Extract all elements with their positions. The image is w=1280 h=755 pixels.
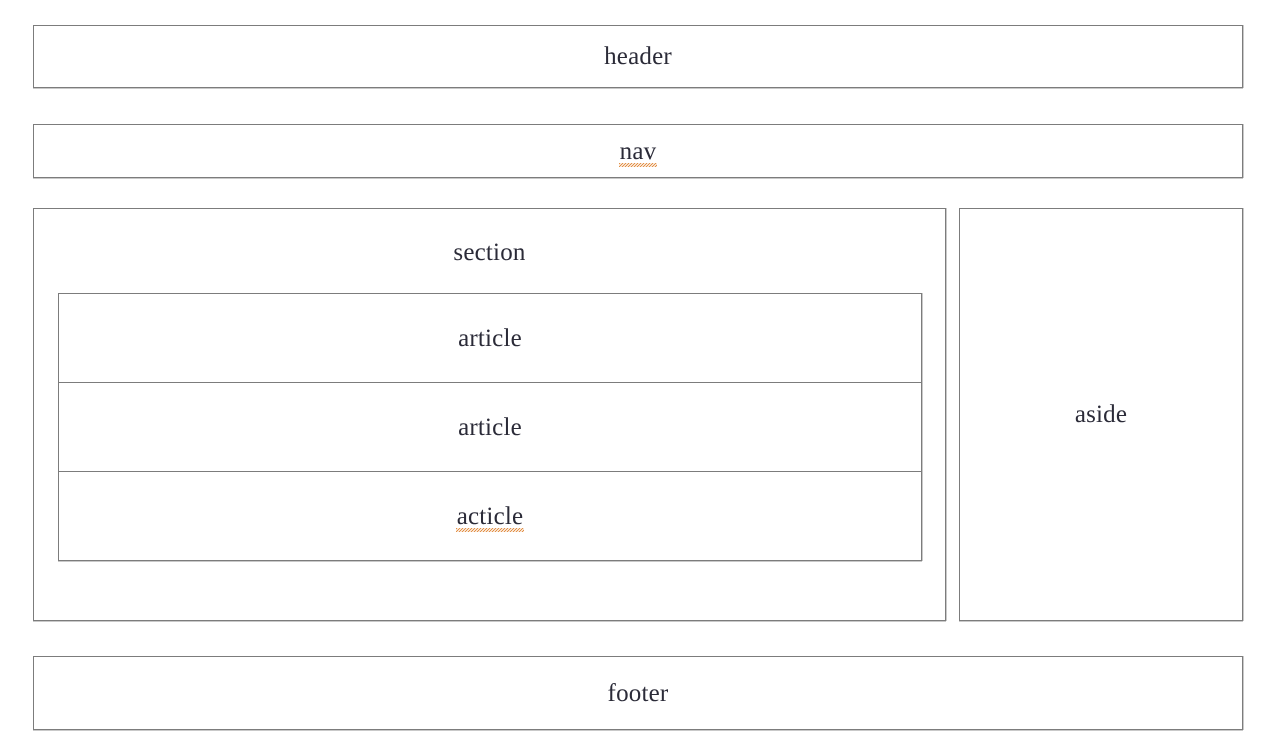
article-group: article article acticle xyxy=(58,293,922,561)
article-label: article xyxy=(458,324,522,352)
section-label: section xyxy=(453,239,526,266)
section-region: section article article acticle xyxy=(33,208,946,621)
header-region: header xyxy=(33,25,1243,88)
footer-region: footer xyxy=(33,656,1243,730)
aside-region: aside xyxy=(959,208,1243,621)
footer-label: footer xyxy=(607,679,669,707)
article-row: acticle xyxy=(59,472,921,560)
article-label: article xyxy=(458,413,522,441)
article-row: article xyxy=(59,294,921,383)
nav-region: nav xyxy=(33,124,1243,178)
nav-label: nav xyxy=(618,137,658,167)
article-label: acticle xyxy=(455,502,524,532)
article-row: article xyxy=(59,383,921,472)
header-label: header xyxy=(604,43,672,70)
aside-label: aside xyxy=(1074,401,1128,428)
